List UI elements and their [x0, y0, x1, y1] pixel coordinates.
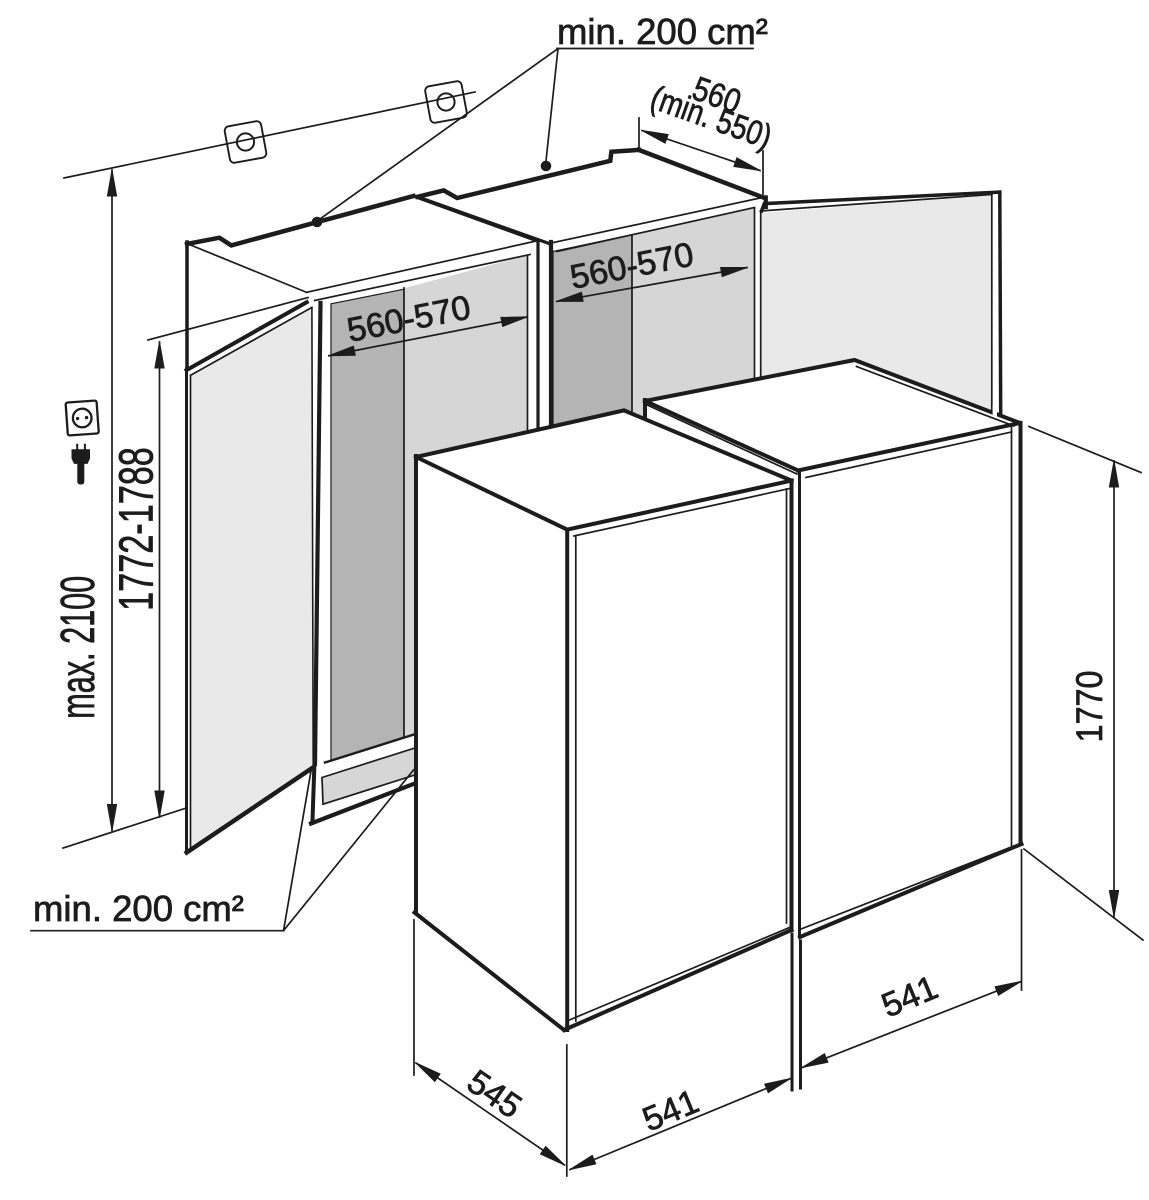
svg-text:min. 200 cm²: min. 200 cm² — [33, 888, 244, 929]
svg-text:min. 200 cm²: min. 200 cm² — [557, 11, 768, 52]
svg-text:1770: 1770 — [1069, 671, 1111, 743]
svg-text:1772-1788: 1772-1788 — [109, 447, 163, 611]
svg-text:max. 2100: max. 2100 — [50, 576, 105, 719]
